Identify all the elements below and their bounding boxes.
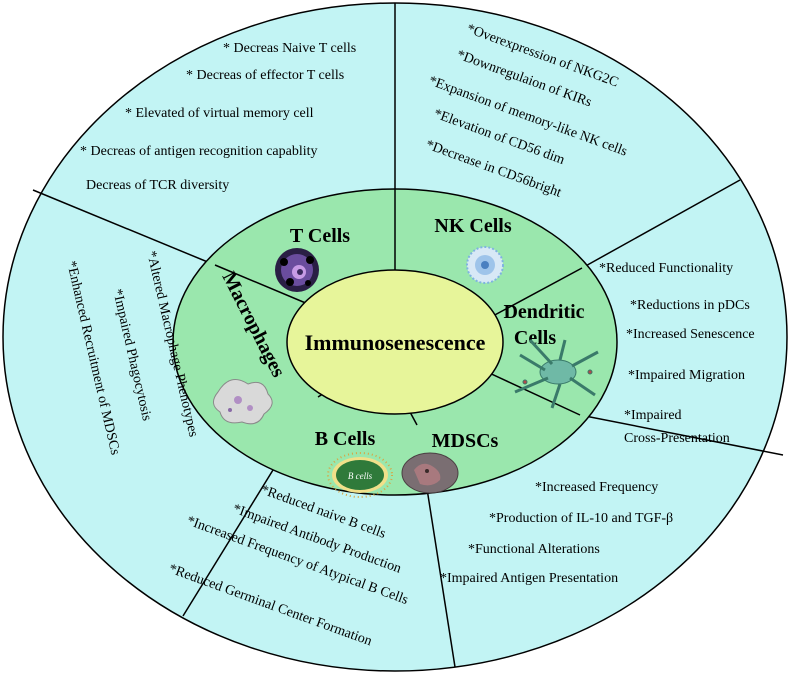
b-cell-icon: B cells (327, 452, 393, 498)
mdsc-icon (401, 452, 459, 494)
dendritic-cell-change: Cross-Presentation (624, 431, 730, 446)
b-cell-icon-label: B cells (348, 471, 373, 481)
mdsc-change: *Impaired Antigen Presentation (440, 571, 618, 586)
t-cell-change: * Decreas of effector T cells (186, 68, 344, 83)
dendritic-cell-change: *Reductions in pDCs (630, 298, 750, 313)
nk-cell-icon (466, 246, 504, 284)
mdscs-label: MDSCs (432, 430, 499, 452)
dendritic-cell-change: *Impaired Migration (628, 368, 745, 383)
t-cell-change: * Decreas Naive T cells (223, 41, 356, 56)
b-cells-label: B Cells (315, 428, 376, 450)
mdsc-change: *Functional Alterations (468, 542, 600, 557)
dendritic-cell-change: *Increased Senescence (626, 327, 755, 342)
t-cell-change: * Elevated of virtual memory cell (125, 106, 314, 121)
dendritic-cell-icon (514, 338, 599, 409)
t-cell-icon (275, 248, 319, 292)
center-ellipse (286, 269, 504, 415)
dendritic-cells-label-line2: Cells (514, 327, 556, 349)
nk-cells-label: NK Cells (434, 215, 511, 237)
dendritic-cells-label-line1: Dendritic (503, 301, 584, 323)
dendritic-cell-change: *Reduced Functionality (599, 261, 733, 276)
t-cell-change: * Decreas of antigen recognition capabli… (80, 144, 318, 159)
mdsc-change: *Increased Frequency (535, 480, 658, 495)
dendritic-cell-change: *Impaired (624, 408, 682, 423)
t-cell-change: Decreas of TCR diversity (86, 178, 229, 193)
t-cells-label: T Cells (290, 225, 350, 247)
center-title: Immunosenescence (305, 330, 486, 355)
mdsc-change: *Production of IL-10 and TGF-β (489, 511, 673, 526)
macrophage-icon (213, 379, 273, 425)
